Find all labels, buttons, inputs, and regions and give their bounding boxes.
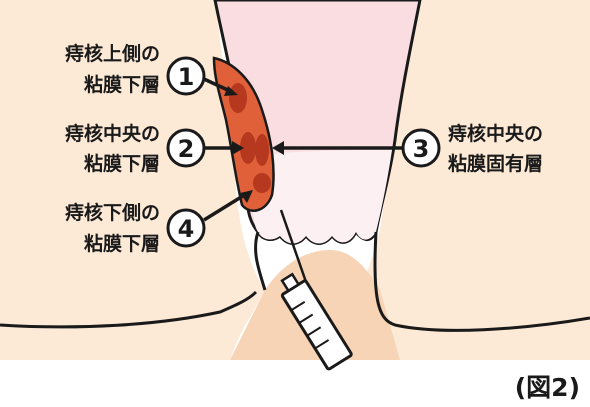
label-4-line1: 痔核下側の [65, 201, 160, 224]
marker-3: 3 [403, 130, 439, 166]
hemorrhoid-chamber-2b [255, 134, 269, 166]
hemorrhoid-chamber-4 [253, 173, 271, 193]
label-1-line2: 粘膜下層 [84, 73, 160, 96]
label-4-line2: 粘膜下層 [84, 232, 160, 255]
label-3-line1: 痔核中央の [448, 122, 543, 145]
label-2-line1: 痔核中央の [65, 122, 160, 145]
marker-2: 2 [168, 130, 204, 166]
label-2-line2: 粘膜下層 [84, 152, 160, 175]
label-1-line1: 痔核上側の [65, 42, 160, 65]
svg-text:2: 2 [178, 135, 195, 163]
figure-caption: (図2) [515, 373, 580, 402]
hemorrhoid-chamber-1 [229, 83, 247, 113]
svg-text:3: 3 [413, 135, 430, 163]
svg-text:1: 1 [178, 63, 195, 91]
marker-1: 1 [168, 58, 204, 94]
svg-text:4: 4 [178, 215, 195, 243]
marker-4: 4 [168, 210, 204, 246]
label-3-line2: 粘膜固有層 [448, 152, 543, 175]
